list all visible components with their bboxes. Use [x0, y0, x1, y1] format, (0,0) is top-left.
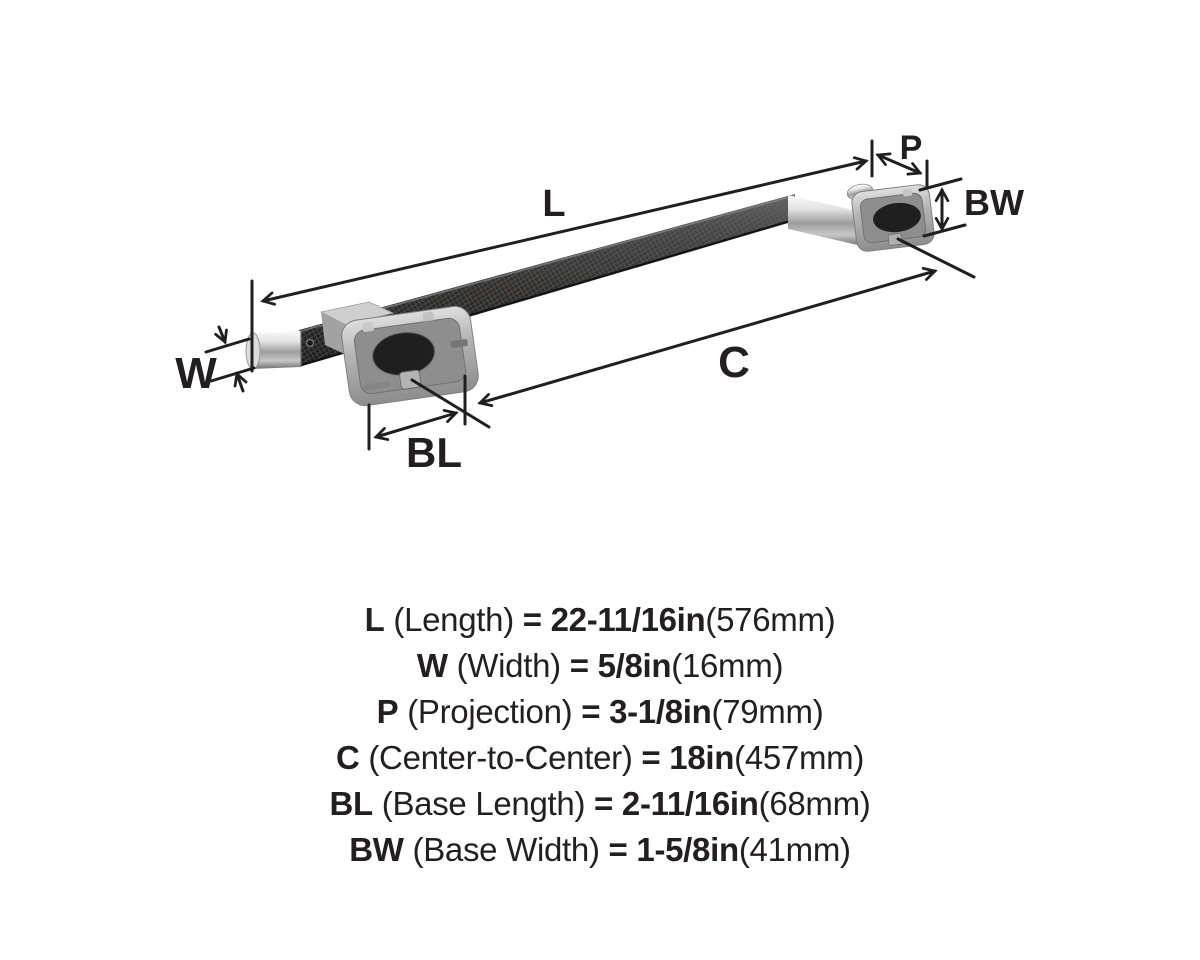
end-cap: [252, 331, 301, 369]
spec-symbol: P: [376, 693, 399, 730]
spec-metric: (16mm): [671, 647, 784, 684]
spec-row-center-to-center: C (Center-to-Center) = 18in(457mm): [0, 735, 1200, 781]
spec-symbol: W: [416, 647, 448, 684]
spec-name: (Projection): [407, 693, 573, 730]
left-plate-opening: [372, 332, 435, 376]
spec-metric: (41mm): [738, 831, 851, 868]
spec-metric: (576mm): [705, 601, 836, 638]
dim-arrow-W-top: [214, 325, 228, 345]
spec-row-base-length: BL (Base Length) = 2-11/16in(68mm): [0, 781, 1200, 827]
spec-equals: =: [608, 831, 628, 868]
dim-line-P: [875, 152, 923, 176]
left-plate-notch: [450, 339, 468, 348]
spec-row-length: L (Length) = 22-11/16in(576mm): [0, 597, 1200, 643]
spec-equals: =: [594, 785, 614, 822]
witness-W-bottom: [209, 366, 256, 383]
witness-BW-top: [918, 177, 963, 192]
label-L: L: [542, 183, 565, 225]
dimension-spec-list: L (Length) = 22-11/16in(576mm) W (Width)…: [0, 597, 1200, 873]
left-base-plate: [341, 305, 479, 407]
right-plate-tab: [902, 188, 913, 197]
spec-metric: (79mm): [711, 693, 824, 730]
spec-symbol: BW: [349, 831, 404, 868]
spec-row-projection: P (Projection) = 3-1/8in(79mm): [0, 689, 1200, 735]
left-plate-stamp: [362, 381, 390, 391]
spec-row-base-width: BW (Base Width) = 1-5/8in(41mm): [0, 827, 1200, 873]
label-P: P: [900, 129, 923, 167]
spec-value: 3-1/8in: [609, 693, 712, 730]
spec-equals: =: [641, 739, 661, 776]
spec-equals: =: [581, 693, 601, 730]
right-plate-peg: [887, 232, 903, 246]
spec-value: 2-11/16in: [621, 785, 759, 822]
left-plate-peg: [399, 369, 422, 390]
label-C: C: [718, 338, 750, 387]
dim-line-C: [477, 266, 938, 408]
spec-equals: =: [522, 601, 542, 638]
witness-C-left: [410, 378, 491, 429]
dimension-lines: [204, 139, 976, 451]
spec-value: 18in: [669, 739, 735, 776]
spec-name: (Width): [456, 647, 562, 684]
spec-name: (Base Length): [381, 785, 586, 822]
dimension-labels: L W P BW C BL: [175, 129, 1024, 476]
left-plate-tab-1: [362, 322, 374, 333]
dim-arrow-W-bottom: [233, 371, 248, 393]
towel-bar-dimension-diagram: L W P BW C BL: [175, 129, 1024, 476]
dim-line-BL: [373, 409, 459, 441]
spec-value: 1-5/8in: [636, 831, 739, 868]
spec-metric: (457mm): [734, 739, 865, 776]
spec-metric: (68mm): [758, 785, 871, 822]
spec-name: (Center-to-Center): [368, 739, 633, 776]
spec-name: (Length): [393, 601, 514, 638]
spec-symbol: L: [364, 601, 385, 638]
spec-equals: =: [569, 647, 589, 684]
right-plate-opening: [873, 202, 921, 233]
spec-name: (Base Width): [412, 831, 600, 868]
spec-row-width: W (Width) = 5/8in(16mm): [0, 643, 1200, 689]
label-BW: BW: [964, 182, 1024, 223]
label-W: W: [175, 349, 217, 398]
spec-value: 5/8in: [597, 647, 672, 684]
set-screw: [306, 339, 314, 347]
right-post-arm: [788, 195, 862, 246]
witness-W-top: [204, 337, 251, 354]
right-base-plate: [851, 184, 935, 252]
left-plate-tab-2: [422, 311, 435, 322]
label-BL: BL: [406, 429, 462, 476]
witness-C-right: [896, 237, 976, 279]
dim-line-L: [260, 156, 869, 306]
spec-symbol: C: [335, 739, 360, 776]
spec-symbol: BL: [329, 785, 373, 822]
spec-value: 22-11/16in: [550, 601, 706, 638]
